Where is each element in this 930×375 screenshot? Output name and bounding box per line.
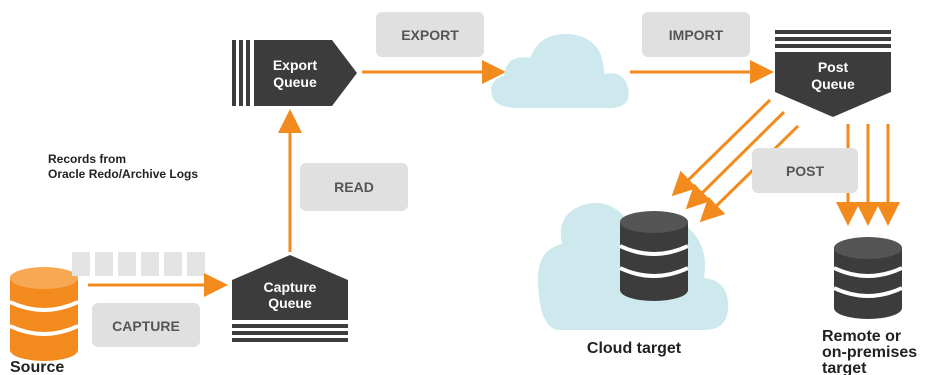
log-records [72, 252, 205, 276]
cloud-icon [491, 33, 629, 108]
remote-target-label-line1: Remote or [822, 328, 901, 345]
svg-text:IMPORT: IMPORT [669, 27, 724, 43]
capture-step-label: CAPTURE [92, 303, 200, 347]
source-label: Source [10, 359, 64, 375]
log-record-block [72, 252, 90, 276]
capture-queue-line1: Capture [264, 279, 317, 295]
source-database-icon [9, 267, 79, 361]
read-step-label: READ [300, 163, 408, 211]
cloud-target-database-icon [619, 211, 689, 301]
log-record-block [118, 252, 136, 276]
remote-target-database-icon [833, 237, 903, 319]
post-step-label: POST [752, 148, 858, 193]
svg-text:READ: READ [334, 179, 374, 195]
svg-text:CAPTURE: CAPTURE [112, 318, 180, 334]
log-record-block [141, 252, 159, 276]
remote-target-label-line3: target [822, 360, 867, 375]
records-annotation-line1: Records from [48, 152, 126, 166]
export-queue-line1: Export [273, 57, 318, 73]
post-queue-line2: Queue [811, 76, 855, 92]
svg-text:EXPORT: EXPORT [401, 27, 459, 43]
records-annotation-line2: Oracle Redo/Archive Logs [48, 167, 198, 181]
export-step-label: EXPORT [376, 12, 484, 57]
capture-queue: Capture Queue [232, 255, 348, 342]
import-step-label: IMPORT [642, 12, 750, 57]
arrows-post-to-cloud-target [671, 98, 800, 223]
remote-target-label-line2: on-premises [822, 344, 917, 361]
post-queue-line1: Post [818, 59, 849, 75]
log-record-block [164, 252, 182, 276]
capture-queue-line2: Queue [268, 295, 312, 311]
log-record-block [95, 252, 113, 276]
log-record-block [187, 252, 205, 276]
post-queue: Post Queue [775, 30, 891, 117]
svg-text:POST: POST [786, 163, 825, 179]
export-queue: Export Queue [232, 40, 357, 106]
export-queue-line2: Queue [273, 74, 317, 90]
cloud-target-label: Cloud target [587, 340, 682, 357]
